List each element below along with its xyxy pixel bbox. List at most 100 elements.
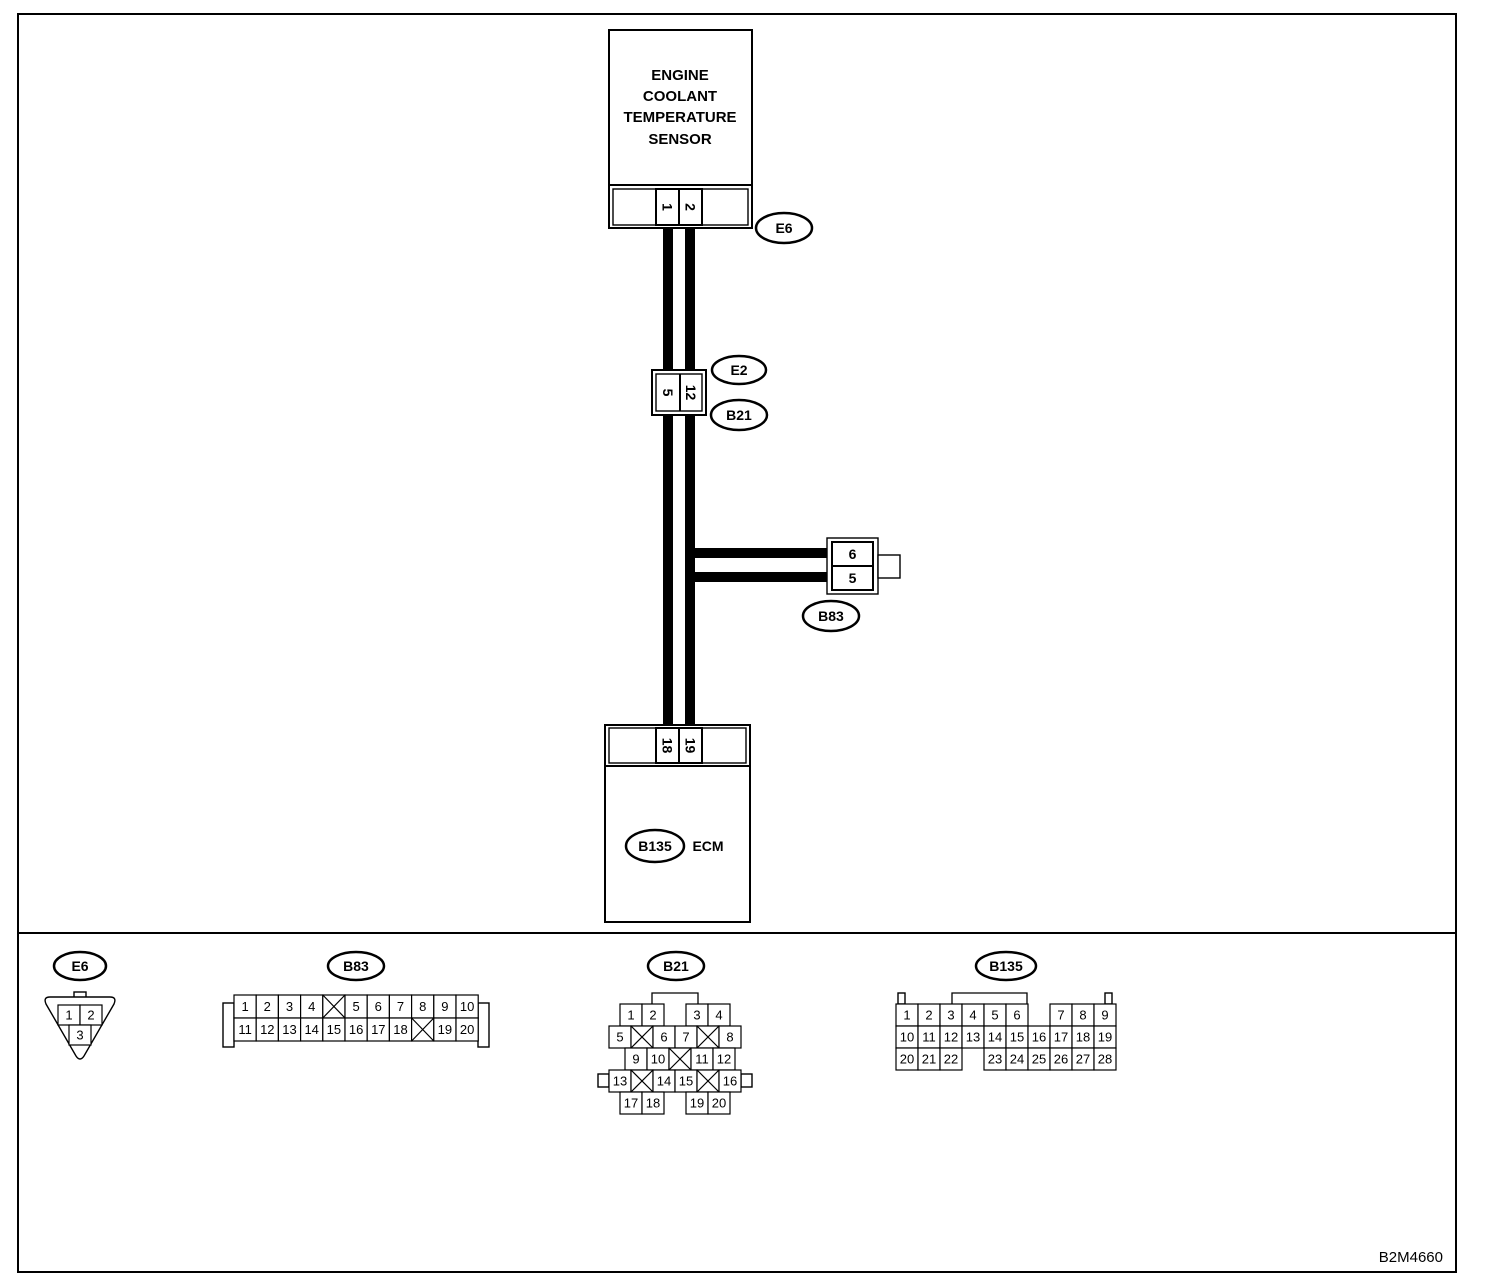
pin-cavity: 10	[455, 994, 479, 1019]
pin-cavity: 16	[344, 1017, 368, 1042]
pin-number: 3	[693, 1008, 700, 1023]
pin-cavity: 3	[939, 1003, 963, 1027]
pin-cavity: 13	[277, 1017, 302, 1042]
harness-wires	[663, 228, 832, 727]
view-tag-b135: B135	[974, 950, 1038, 982]
tag-text: B83	[343, 958, 369, 974]
pin-number: 21	[922, 1052, 936, 1067]
pin-number: 11	[922, 1030, 936, 1045]
pin-number: 15	[679, 1074, 693, 1089]
pin-cavity: 20	[455, 1017, 479, 1042]
pin-cavity: 17	[619, 1091, 643, 1115]
tag-oval	[710, 354, 768, 386]
pin-cavity: 2	[79, 1004, 103, 1026]
pin-number: 10	[460, 999, 474, 1014]
pin-cavity: 1	[895, 1003, 919, 1027]
pin-number: 19	[690, 1096, 704, 1111]
cavity-outline	[68, 1024, 92, 1046]
b21-left-tab	[597, 1073, 610, 1088]
pin-number: 17	[371, 1022, 385, 1037]
pin-number: 16	[1032, 1030, 1046, 1045]
pin-number: 27	[1076, 1052, 1090, 1067]
pin-cavity: 7	[1049, 1003, 1073, 1027]
pin-cavity: 4	[300, 994, 324, 1019]
tag-text: E6	[71, 958, 88, 974]
pin-number: 18	[393, 1022, 407, 1037]
cavity-cross-mark	[696, 1025, 720, 1049]
pin-number: 18	[646, 1096, 660, 1111]
pin-cavity: 19	[433, 1017, 457, 1042]
pin-number: 28	[1098, 1052, 1112, 1067]
pin-cavity: 25	[1027, 1047, 1051, 1071]
connector-tag-b21: B21	[709, 398, 769, 432]
sensor-pin-2-cell	[678, 188, 703, 226]
pin-cavity: 2	[255, 994, 280, 1019]
pin-number: 19	[1098, 1030, 1112, 1045]
pin-number: 1	[627, 1008, 634, 1023]
pin-cavity: 9	[624, 1047, 648, 1071]
blocked-cavity	[630, 1069, 654, 1093]
tag-oval	[624, 828, 686, 864]
ecm-pin-19-cell	[678, 727, 703, 764]
connector-tag-b135: B135	[624, 828, 686, 864]
ecm-module: 18 19 B135 ECM	[604, 724, 751, 923]
pin-cavity: 1	[57, 1004, 81, 1026]
pin-number: 6	[1013, 1008, 1020, 1023]
b21-top-tab	[651, 992, 699, 1004]
pin-number: 6	[375, 999, 382, 1014]
pin-number: 20	[900, 1052, 914, 1067]
pin-number: 8	[1079, 1008, 1086, 1023]
pin-cavity: 18	[388, 1017, 413, 1042]
pin-number: 11	[695, 1052, 709, 1067]
pin-number: 2	[649, 1008, 656, 1023]
pin-cavity: 3	[68, 1024, 92, 1046]
b135-left-post	[897, 992, 906, 1005]
pin-number: 13	[966, 1030, 980, 1045]
pin-number: 17	[1054, 1030, 1068, 1045]
pin-cavity: 3	[685, 1003, 709, 1027]
pin-number: 26	[1054, 1052, 1068, 1067]
pin-cavity: 7	[674, 1025, 698, 1049]
tag-oval	[754, 211, 814, 245]
tag-text: B135	[989, 958, 1023, 974]
pin-number: 7	[397, 999, 404, 1014]
cavity-outline	[641, 1091, 665, 1115]
b135-top-tab	[951, 992, 1028, 1004]
pin-number: 9	[441, 999, 448, 1014]
pin-cavity: 19	[1093, 1025, 1117, 1049]
sensor-title-line: SENSOR	[648, 131, 712, 148]
pin-cavity: 6	[652, 1025, 676, 1049]
pin-cavity: 5	[983, 1003, 1007, 1027]
pin-number: 3	[947, 1008, 954, 1023]
cavity-outline	[939, 1047, 963, 1071]
pin-cavity: 8	[411, 994, 435, 1019]
tag-oval	[801, 599, 861, 633]
pin-cavity: 11	[233, 1017, 257, 1042]
pin-cavity: 2	[641, 1003, 665, 1027]
pin-number: 24	[1010, 1052, 1024, 1067]
tag-oval	[646, 950, 706, 982]
tag-oval	[52, 950, 108, 982]
pin-cavity: 1	[233, 994, 257, 1019]
pin-number: 14	[657, 1074, 671, 1089]
view-tag-b83: B83	[326, 950, 386, 982]
pin-number: 1	[65, 1008, 72, 1023]
pin-number: 10	[651, 1052, 665, 1067]
pin-number: 9	[1101, 1008, 1108, 1023]
pin-cavity: 24	[1005, 1047, 1029, 1071]
view-tag-e6: E6	[52, 950, 108, 982]
cavity-cross-mark	[322, 994, 346, 1019]
pin-cavity: 14	[300, 1017, 324, 1042]
pin-cavity: 22	[939, 1047, 963, 1071]
cavity-cross-mark	[630, 1069, 654, 1093]
pin-number: 4	[715, 1008, 722, 1023]
tag-text: B21	[726, 407, 752, 423]
cavity-outline	[455, 1017, 479, 1042]
pin-number: 13	[282, 1022, 296, 1037]
pin-cavity: 16	[1027, 1025, 1051, 1049]
b83-right-tab	[477, 1002, 490, 1048]
pin-cavity: 2	[917, 1003, 941, 1027]
